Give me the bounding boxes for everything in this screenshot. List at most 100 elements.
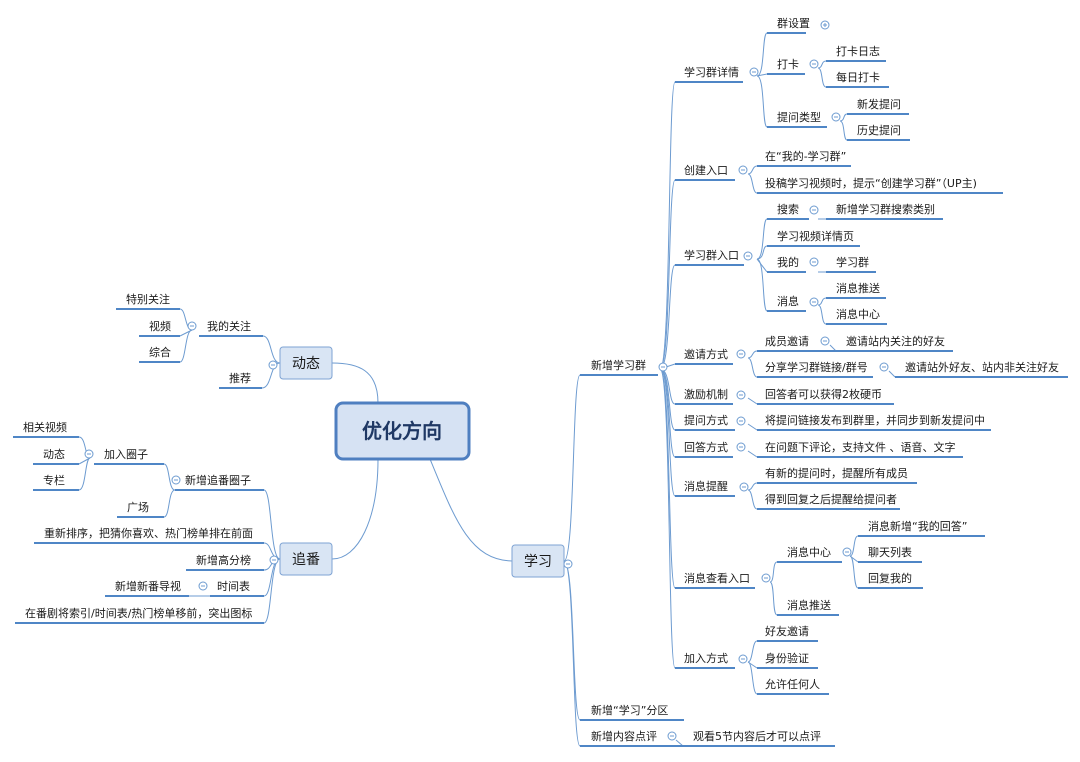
node-tixing-item2[interactable]: 得到回复之后提醒给提问者 [765,492,897,506]
collapse-icon[interactable] [736,390,746,400]
collapse-icon[interactable] [187,321,197,331]
node-haoyou-yaoqing[interactable]: 好友邀请 [765,624,809,638]
node-xinzeng-xuexiqun[interactable]: 新增学习群 [591,358,646,372]
node-chakan-zhongxin[interactable]: 消息中心 [787,545,831,559]
node-xiangguan-shipin[interactable]: 相关视频 [23,420,67,434]
collapse-icon[interactable] [749,67,759,77]
collapse-icon[interactable] [563,559,573,569]
topic-zhuifan-label: 追番 [292,552,320,568]
node-quanzi-dongtai[interactable]: 动态 [43,448,65,461]
collapse-icon[interactable] [84,449,94,459]
topic-zhuifan[interactable]: 追番 [279,542,333,576]
node-chuangjian-rukou[interactable]: 创建入口 [684,163,728,177]
node-tixing-item1[interactable]: 有新的提问时，提醒所有成员 [765,466,908,480]
node-chakan-rukou[interactable]: 消息查看入口 [684,571,750,585]
node-tiwen-leixing[interactable]: 提问类型 [777,110,821,124]
node-sousuo[interactable]: 搜索 [777,202,799,216]
node-zhuifan-quanzi[interactable]: 新增追番圈子 [185,473,251,487]
node-zhuanlan[interactable]: 专栏 [43,473,65,487]
expand-icon[interactable] [820,20,830,30]
collapse-icon[interactable] [820,336,830,346]
node-xiaoxi-tixing[interactable]: 消息提醒 [684,479,728,493]
node-jiaru-quanzi[interactable]: 加入圈子 [104,448,148,461]
collapse-icon[interactable] [809,297,819,307]
collapse-icon[interactable] [809,257,819,267]
collapse-icon[interactable] [809,59,819,69]
node-xiaoxi-zhongxin[interactable]: 消息中心 [836,307,880,321]
collapse-icon[interactable] [809,205,819,215]
node-xuexiqun-xiangqing[interactable]: 学习群详情 [684,65,739,79]
collapse-icon[interactable] [171,475,181,485]
collapse-icon[interactable] [761,573,771,583]
collapse-icon[interactable] [667,731,677,741]
node-sousuo-leibie[interactable]: 新增学习群搜索类别 [836,202,935,216]
connector-line [262,335,281,364]
node-shijianbiao[interactable]: 时间表 [217,579,250,593]
node-jiaru-fangshi[interactable]: 加入方式 [684,651,728,665]
node-huida-detail[interactable]: 在问题下评论，支持文件 、语音、文字 [765,440,956,454]
node-wode-huida[interactable]: 消息新增“我的回答” [868,519,967,533]
node-suoyin-yiqian[interactable]: 在番剧将索引/时间表/热门榜单移前，突出图标 [25,606,252,620]
collapse-icon[interactable] [198,581,208,591]
node-tiwen-fangshi[interactable]: 提问方式 [684,413,728,427]
node-guangchang[interactable]: 广场 [127,500,149,514]
node-fenxiang-detail[interactable]: 邀请站外好友、站内非关注好友 [905,360,1059,374]
collapse-icon[interactable] [738,165,748,175]
node-huida[interactable]: 回答方式 [684,440,728,454]
node-jili-detail[interactable]: 回答者可以获得2枚硬币 [765,387,882,401]
node-chongxin-paixu[interactable]: 重新排序，把猜你喜欢、热门榜单排在前面 [44,526,253,540]
collapse-icon[interactable] [736,442,746,452]
node-dianping-detail[interactable]: 观看5节内容后才可以点评 [693,729,821,743]
node-chuangjian-item1[interactable]: 在“我的-学习群” [765,149,846,163]
node-yunxu-renheren[interactable]: 允许任何人 [765,677,820,691]
node-xuexiqun-rukou[interactable]: 学习群入口 [684,248,739,262]
collapse-icon[interactable] [739,482,749,492]
node-tuijian[interactable]: 推荐 [229,371,251,385]
collapse-icon[interactable] [736,349,746,359]
node-underlines [13,32,1068,747]
collapse-icon[interactable] [743,251,753,261]
collapse-icon[interactable] [879,362,889,372]
node-xinfa-tiwen[interactable]: 新发提问 [857,97,901,111]
node-xiaoxi[interactable]: 消息 [777,294,799,308]
node-chengyuan-yaoqing[interactable]: 成员邀请 [765,334,809,348]
node-neirong-dianping[interactable]: 新增内容点评 [591,729,657,743]
collapse-icon[interactable] [831,112,841,122]
node-tebie-guanzhu[interactable]: 特别关注 [126,292,170,306]
node-wode-xuexiqun[interactable]: 学习群 [836,255,869,269]
node-lishi-tiwen[interactable]: 历史提问 [857,124,901,137]
node-jili[interactable]: 激励机制 [684,387,728,401]
node-chuangjian-item2[interactable]: 投稿学习视频时，提示“创建学习群”（UP主) [765,176,977,190]
node-gaofenbang[interactable]: 新增高分榜 [196,553,251,567]
collapse-icon[interactable] [269,555,279,565]
node-xinfan-daoshi[interactable]: 新增新番导视 [115,579,181,593]
node-huifu-wode[interactable]: 回复我的 [868,571,912,585]
topic-xuexi[interactable]: 学习 [511,544,565,578]
collapse-icon[interactable] [658,362,668,372]
node-shipin-xiangqing[interactable]: 学习视频详情页 [777,229,854,243]
node-wode-guanzhu[interactable]: 我的关注 [207,319,251,333]
node-chengyuan-detail[interactable]: 邀请站内关注的好友 [846,334,945,348]
collapse-icon[interactable] [736,416,746,426]
node-liaotian-liebiao[interactable]: 聊天列表 [868,545,912,559]
node-daka-rizhi[interactable]: 打卡日志 [836,44,880,58]
collapse-icon[interactable] [842,547,852,557]
node-meiri-daka[interactable]: 每日打卡 [836,70,880,84]
node-shenfen-yanzheng[interactable]: 身份验证 [765,651,809,665]
node-zonghe[interactable]: 综合 [149,345,171,359]
node-qunshezhi[interactable]: 群设置 [777,16,810,30]
collapse-icon[interactable] [738,654,748,664]
node-chakan-tuisong[interactable]: 消息推送 [787,598,831,612]
node-tiwen-fangshi-detail[interactable]: 将提问链接发布到群里，并同步到新发提问中 [765,413,985,427]
node-xiaoxi-tuisong[interactable]: 消息推送 [836,281,880,295]
collapse-icon[interactable] [268,360,278,370]
node-yaoqing-fangshi[interactable]: 邀请方式 [684,347,728,361]
node-wode[interactable]: 我的 [777,255,799,269]
node-fenxiang[interactable]: 分享学习群链接/群号 [765,360,868,374]
node-daka[interactable]: 打卡 [777,57,799,71]
node-xuexi-fenqu[interactable]: 新增“学习”分区 [591,703,668,717]
root-node[interactable]: 优化方向 [334,401,471,461]
topic-dongtai[interactable]: 动态 [279,346,333,380]
connector-line [747,397,758,405]
node-shipin[interactable]: 视频 [149,319,171,333]
